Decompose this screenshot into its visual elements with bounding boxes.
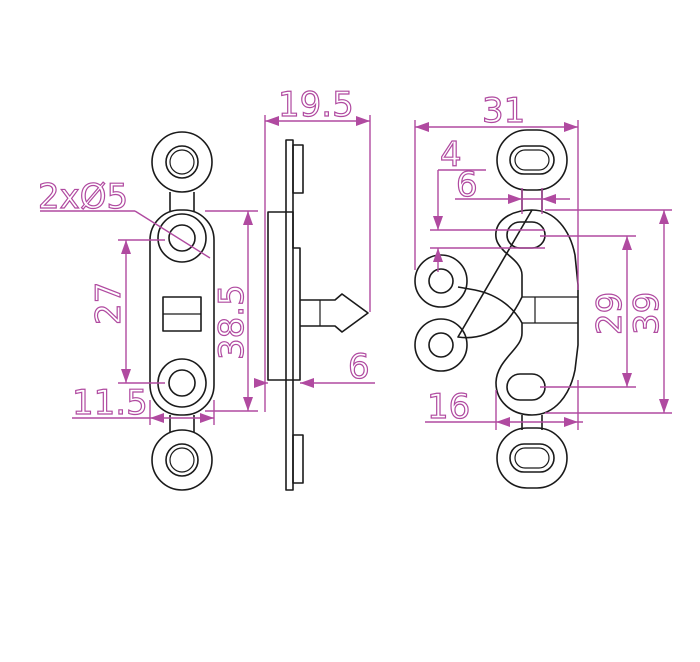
label-39: 39: [627, 292, 667, 335]
label-6-right: 6: [456, 165, 478, 205]
label-38-5: 38.5: [212, 284, 252, 360]
arrow-19-left: [265, 116, 279, 126]
side-back-plate: [285, 139, 294, 491]
side-bottom-tab: [292, 434, 304, 484]
arrow-4-bottom: [433, 248, 443, 262]
arrow-29-top: [622, 236, 632, 250]
latch-lower-lug-hole: [428, 332, 454, 358]
arrow-6-right-left: [508, 194, 522, 204]
arrow-38-top: [243, 211, 253, 225]
side-hook-pin: [300, 293, 369, 333]
arrow-16-right: [564, 417, 578, 427]
latch-bottom-eyelet-slot: [509, 443, 555, 473]
arrow-6-right-right: [542, 194, 556, 204]
arrow-31-left: [415, 122, 429, 132]
arrow-38-bottom: [243, 397, 253, 411]
latch-top-eyelet-outer: [496, 129, 568, 191]
label-4: 4: [440, 135, 462, 175]
label-31: 31: [482, 91, 525, 131]
arrow-6-side-left: [254, 378, 268, 388]
lower-mount-hole: [168, 369, 196, 397]
arrow-31-right: [564, 122, 578, 132]
latch-lower-lug: [414, 318, 468, 372]
label-16: 16: [427, 387, 470, 427]
lower-mount-boss: [157, 358, 207, 408]
bottom-eyelet-hole: [165, 443, 199, 477]
leader-hole-spec: [134, 210, 211, 259]
top-eyelet-inner: [169, 149, 195, 175]
arrow-27-bottom: [121, 369, 131, 383]
latch-upper-lug-hole: [428, 268, 454, 294]
bottom-eyelet-outer: [151, 429, 213, 491]
upper-mount-boss: [157, 213, 207, 263]
dimension-lines: [40, 115, 672, 430]
latch-top-eyelet-slot: [509, 145, 555, 175]
side-view: [267, 139, 369, 491]
arrow-39-bottom: [659, 399, 669, 413]
latch-bottom-eyelet-inner: [514, 447, 550, 469]
label-hole-spec: 2xØ5: [38, 177, 128, 217]
striker-plate-body: [149, 209, 215, 416]
arrow-6-side-right: [300, 378, 314, 388]
front-view-latch: [414, 129, 579, 489]
dimension-labels: 2xØ5 27 38.5 11.5 19.5 6 31 4 6 29 39 16: [37, 84, 667, 427]
label-29: 29: [590, 292, 630, 335]
latch-bottom-eyelet-outer: [496, 427, 568, 489]
latch-upper-lug: [414, 254, 468, 308]
arrow-29-bottom: [622, 373, 632, 387]
top-eyelet-hole: [165, 145, 199, 179]
label-27: 27: [89, 282, 129, 325]
label-19-5: 19.5: [278, 85, 354, 125]
arrow-16-left: [496, 417, 510, 427]
arrow-27-top: [121, 240, 131, 254]
latch-body-outline: [457, 209, 579, 416]
side-top-tab: [292, 144, 304, 194]
latch-lower-slot: [506, 373, 546, 401]
bottom-eyelet-inner: [169, 447, 195, 473]
upper-mount-hole: [168, 224, 196, 252]
arrow-4-top: [433, 216, 443, 230]
label-6-side: 6: [348, 347, 370, 387]
top-eyelet-outer: [151, 131, 213, 193]
side-plate-body: [267, 211, 301, 381]
latch-top-eyelet-inner: [514, 149, 550, 171]
arrow-39-top: [659, 210, 669, 224]
arrow-19-right: [356, 116, 370, 126]
front-view-striker: [149, 131, 215, 491]
arrow-11-right: [200, 413, 214, 423]
label-11-5: 11.5: [72, 383, 148, 423]
arrow-11-left: [150, 413, 164, 423]
